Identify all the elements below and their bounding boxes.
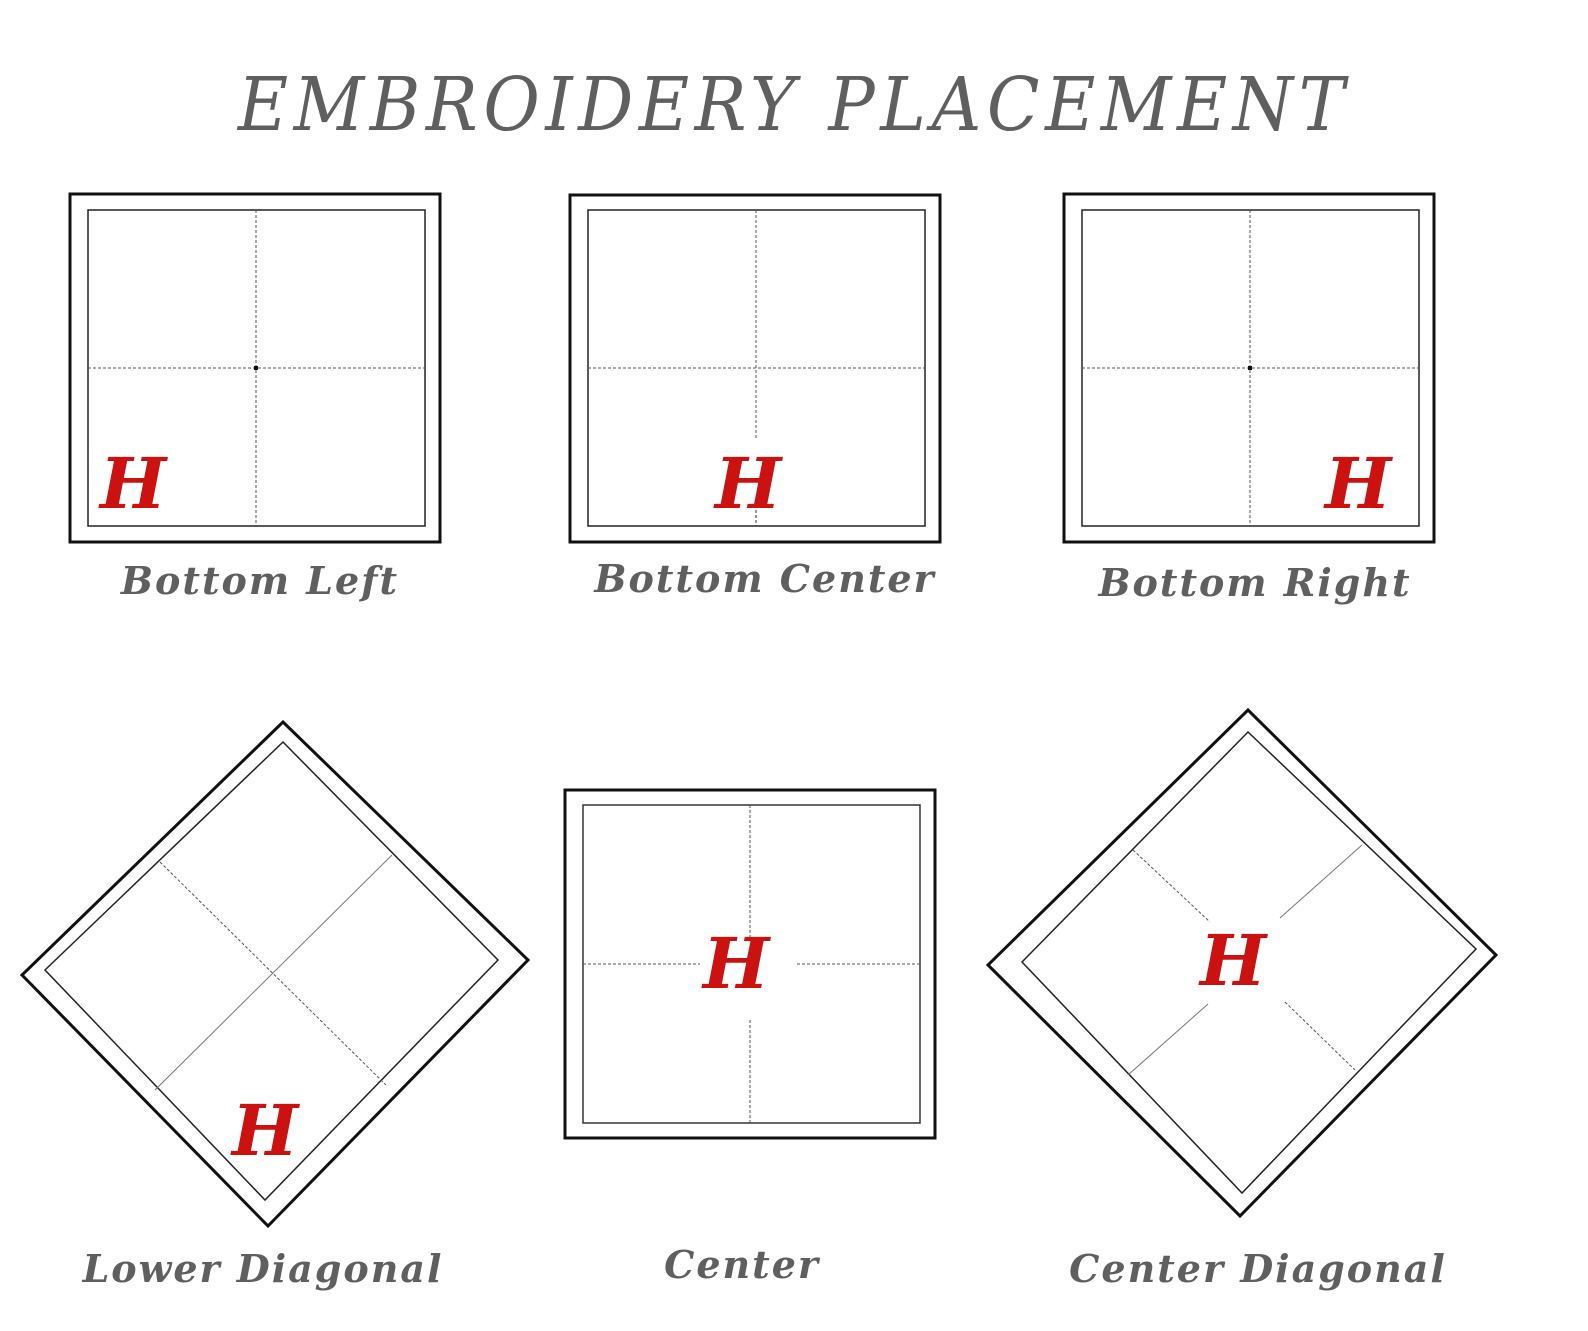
napkin-bottom-center: H <box>568 193 942 544</box>
napkin-center: H <box>563 788 937 1140</box>
label-center: Center <box>664 1242 820 1287</box>
label-lower-diagonal: Lower Diagonal <box>82 1246 444 1291</box>
monogram-icon: H <box>701 922 771 1005</box>
monogram-icon: H <box>1323 442 1393 525</box>
napkin-center-diagonal: H <box>985 707 1499 1219</box>
napkin-lower-diagonal: H <box>19 719 531 1229</box>
label-center-diagonal: Center Diagonal <box>1069 1246 1447 1291</box>
label-bottom-center: Bottom Center <box>594 556 936 601</box>
monogram-icon: H <box>230 1089 300 1172</box>
page-title: EMBROIDERY PLACEMENT <box>237 62 1351 148</box>
napkin-bottom-left: H <box>68 192 442 544</box>
monogram-icon: H <box>1198 919 1268 1002</box>
label-bottom-right: Bottom Right <box>1098 560 1412 605</box>
napkin-bottom-right: H <box>1062 192 1436 544</box>
label-bottom-left: Bottom Left <box>120 558 400 603</box>
monogram-icon: H <box>98 442 168 525</box>
monogram-icon: H <box>713 442 783 525</box>
